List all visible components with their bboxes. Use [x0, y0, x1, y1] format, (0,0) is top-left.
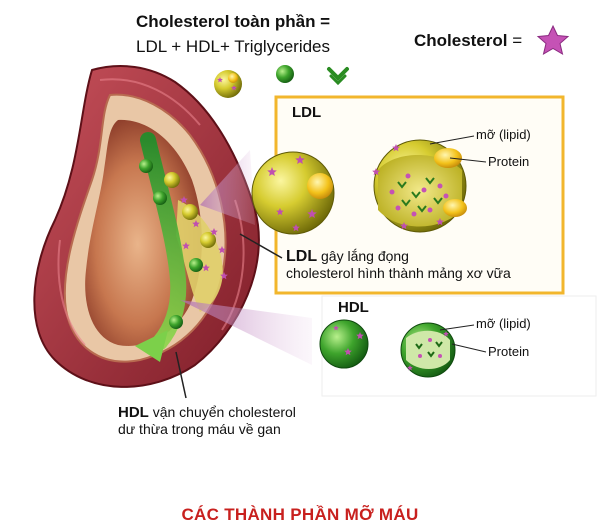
cholesterol-key: Cholesterol = [414, 31, 522, 51]
hdl-particle-cutaway [400, 322, 456, 378]
ldl-box-title: LDL [292, 104, 322, 121]
cholesterol-star-icon [536, 24, 570, 56]
hdl-lipid-label: mỡ (lipid) [476, 316, 531, 331]
ldl-protein-pointer [449, 157, 487, 163]
hdl-caption-bold: HDL [118, 404, 149, 421]
artery-particles [139, 159, 216, 329]
triglyceride-icon [327, 67, 349, 86]
hdl-caption-pointer [175, 351, 187, 399]
hdl-caption-line2: dư thừa trong máu về gan [118, 421, 281, 437]
hdl-zoom-beam [180, 300, 312, 365]
ldl-particle-cutaway [373, 139, 467, 233]
ldl-caption-bold: LDL [286, 248, 318, 265]
ldl-caption-text: gây lắng đọng [321, 248, 409, 264]
ldl-lipid-label: mỡ (lipid) [476, 127, 531, 142]
footer-title: CÁC THÀNH PHẦN MỠ MÁU [181, 505, 419, 524]
cholesterol-key-equals: = [512, 31, 523, 50]
hdl-lipid-pointer [439, 324, 475, 331]
hdl-icon [276, 65, 294, 83]
hdl-caption-text: vận chuyển cholesterol [152, 404, 296, 420]
formula-equation: LDL + HDL+ Triglycerides [136, 37, 331, 56]
ldl-particle-whole [251, 151, 335, 235]
blood-flow-arrow [135, 132, 187, 362]
hdl-protein-pointer [451, 343, 487, 353]
cholesterol-key-label: Cholesterol [414, 31, 508, 50]
ldl-zoom-beam [200, 150, 255, 225]
ldl-icon [214, 70, 242, 98]
hdl-particle-whole [319, 319, 369, 369]
ldl-caption-pointer [239, 233, 283, 259]
ldl-caption: LDL gây lắng đọng cholesterol hình thành… [286, 248, 511, 282]
ldl-caption-line2: cholesterol hình thành mảng xơ vữa [286, 265, 511, 281]
hdl-box-title: HDL [338, 299, 369, 316]
ldl-protein-label: Protein [488, 154, 530, 169]
hdl-caption: HDL vận chuyển cholesterol dư thừa trong… [118, 404, 296, 438]
formula-title: Cholesterol toàn phần = [136, 12, 331, 31]
hdl-protein-label: Protein [488, 344, 530, 359]
ldl-lipid-pointer [429, 135, 475, 145]
